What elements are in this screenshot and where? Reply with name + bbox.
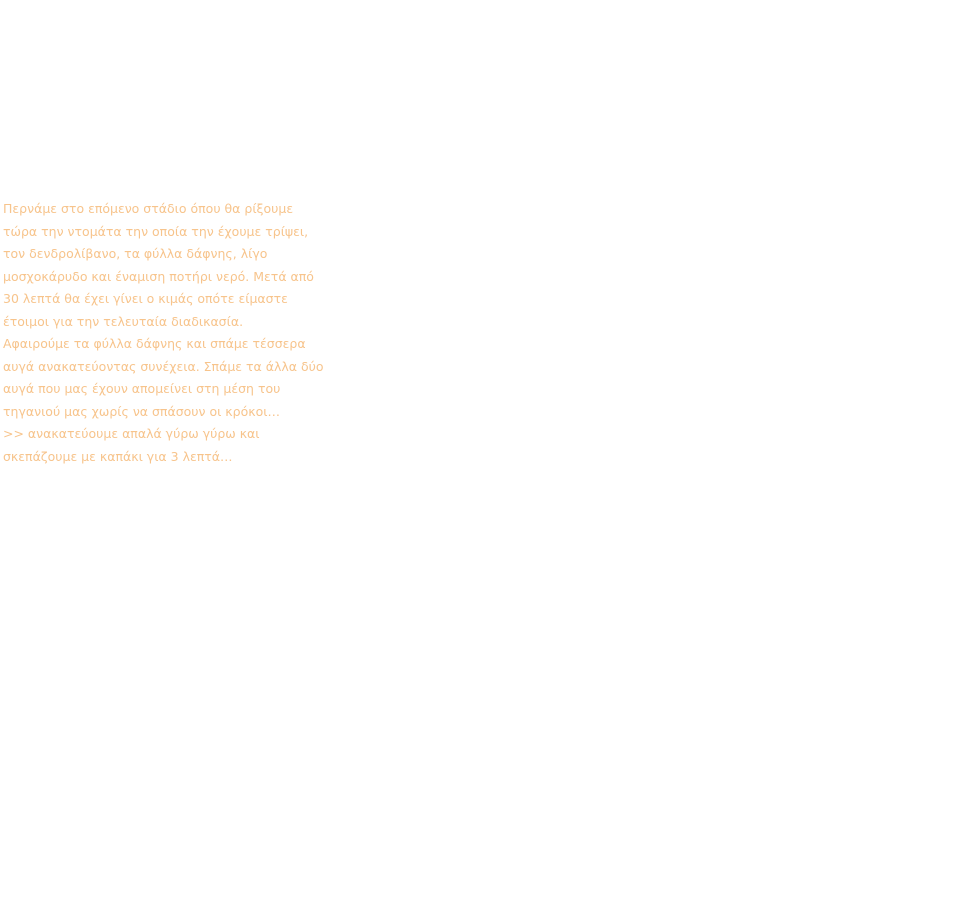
recipe-paragraph-2: Αφαιρούμε τα φύλλα δάφνης και σπάμε τέσσ…: [3, 333, 333, 468]
text-line: >> ανακατεύουμε απαλά γύρω γύρω και: [3, 426, 260, 441]
recipe-paragraph-1: Περνάμε στο επόμενο στάδιο όπου θα ρίξου…: [3, 198, 333, 333]
text-line: τον δενδρολίβανο, τα φύλλα δάφνης, λίγο: [3, 246, 268, 261]
text-line: Περνάμε στο επόμενο στάδιο όπου θα ρίξου…: [3, 201, 294, 216]
text-line: σκεπάζουμε με καπάκι για 3 λεπτά…: [3, 448, 233, 464]
text-line: έτοιμοι για την τελευταία διαδικασία.: [3, 313, 244, 329]
text-line: τώρα την ντομάτα την οποία την έχουμε τρ…: [3, 223, 309, 239]
text-line: Αφαιρούμε τα φύλλα δάφνης και σπάμε τέσσ…: [3, 336, 306, 351]
text-line: αυγά ανακατεύοντας συνέχεια. Σπάμε τα άλ…: [3, 358, 324, 374]
recipe-text-block: Περνάμε στο επόμενο στάδιο όπου θα ρίξου…: [3, 198, 333, 468]
text-line: αυγά που μας έχουν απομείνει στη μέση το…: [3, 381, 281, 396]
text-line: 30 λεπτά θα έχει γίνει ο κιμάς οπότε είμ…: [3, 291, 288, 306]
text-line: μοσχοκάρυδο και έναμιση ποτήρι νερό. Μετ…: [3, 268, 314, 284]
text-line: τηγανιού μας χωρίς να σπάσουν οι κρόκοι…: [3, 403, 281, 419]
